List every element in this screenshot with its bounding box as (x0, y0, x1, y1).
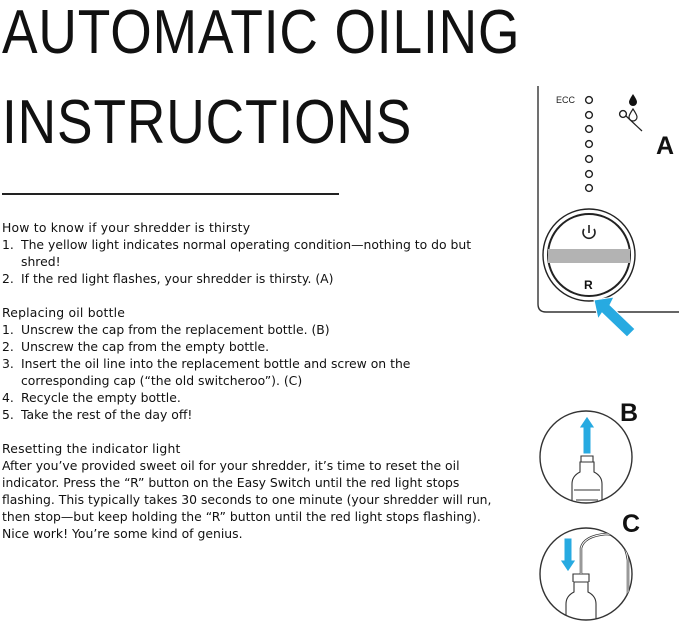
step-text: Unscrew the cap from the empty bottle. (21, 339, 270, 354)
oil-drop-icon (629, 94, 637, 106)
eco-label: ECC (556, 95, 576, 105)
thirsty-steps: 1. The yellow light indicates normal oper… (2, 236, 512, 287)
press-arrow-icon (593, 296, 636, 338)
list-item: 5. Take the rest of the day off! (2, 406, 512, 423)
page-title-line-1: AUTOMATIC OILING (2, 0, 521, 67)
step-number: 2. (2, 271, 14, 286)
step-text: Insert the oil line into the replacement… (21, 356, 411, 388)
step-number: 2. (2, 339, 14, 354)
oil-indicator-light (618, 109, 628, 119)
figure-b-unscrew-cap: B (539, 399, 638, 504)
step-number: 5. (2, 407, 14, 422)
callout-letter-a: A (656, 132, 674, 160)
unscrew-arrow-icon (578, 415, 596, 455)
section-heading: Replacing oil bottle (2, 305, 126, 320)
insert-arrow-icon (559, 537, 577, 573)
reset-button-label: R (584, 278, 593, 292)
section-thirsty: How to know if your shredder is thirsty … (2, 219, 512, 287)
instructions-body: How to know if your shredder is thirsty … (2, 219, 512, 542)
replacing-steps: 1. Unscrew the cap from the replacement b… (2, 321, 512, 423)
step-number: 1. (2, 322, 14, 337)
callout-letter-b: B (620, 399, 638, 427)
step-number: 1. (2, 237, 14, 252)
step-text: Take the rest of the day off! (21, 407, 193, 422)
figure-a-control-panel: ECC A R (537, 86, 679, 338)
section-heading: How to know if your shredder is thirsty (2, 220, 251, 235)
list-item: 4. Recycle the empty bottle. (2, 389, 512, 406)
step-text: The yellow light indicates normal operat… (21, 237, 472, 269)
list-item: 2. If the red light flashes, your shredde… (2, 270, 512, 287)
page-title-line-2: INSTRUCTIONS (2, 88, 413, 157)
section-heading: Resetting the indicator light (2, 441, 181, 456)
bottle-illustration (571, 455, 603, 503)
switch-grip-band (548, 249, 630, 263)
power-icon (582, 225, 596, 240)
list-item: 2. Unscrew the cap from the empty bottle. (2, 338, 512, 355)
list-item: 3. Insert the oil line into the replaceme… (2, 355, 512, 389)
indicator-lights (584, 95, 594, 193)
reset-paragraph: After you’ve provided sweet oil for your… (2, 458, 492, 541)
oil-drop-outline-icon (628, 107, 638, 122)
callout-letter-c: C (622, 510, 640, 538)
step-number: 4. (2, 390, 14, 405)
easy-switch-bezel (542, 208, 636, 302)
section-resetting: Resetting the indicator light After you’… (2, 440, 512, 542)
figure-c-insert-oil-line: C (539, 510, 640, 621)
step-text: Unscrew the cap from the replacement bot… (21, 322, 330, 337)
list-item: 1. Unscrew the cap from the replacement b… (2, 321, 512, 338)
section-replacing: Replacing oil bottle 1. Unscrew the cap f… (2, 304, 512, 423)
title-divider (2, 193, 339, 195)
step-text: If the red light flashes, your shredder … (21, 271, 334, 286)
step-number: 3. (2, 356, 14, 371)
step-text: Recycle the empty bottle. (21, 390, 181, 405)
list-item: 1. The yellow light indicates normal oper… (2, 236, 512, 270)
